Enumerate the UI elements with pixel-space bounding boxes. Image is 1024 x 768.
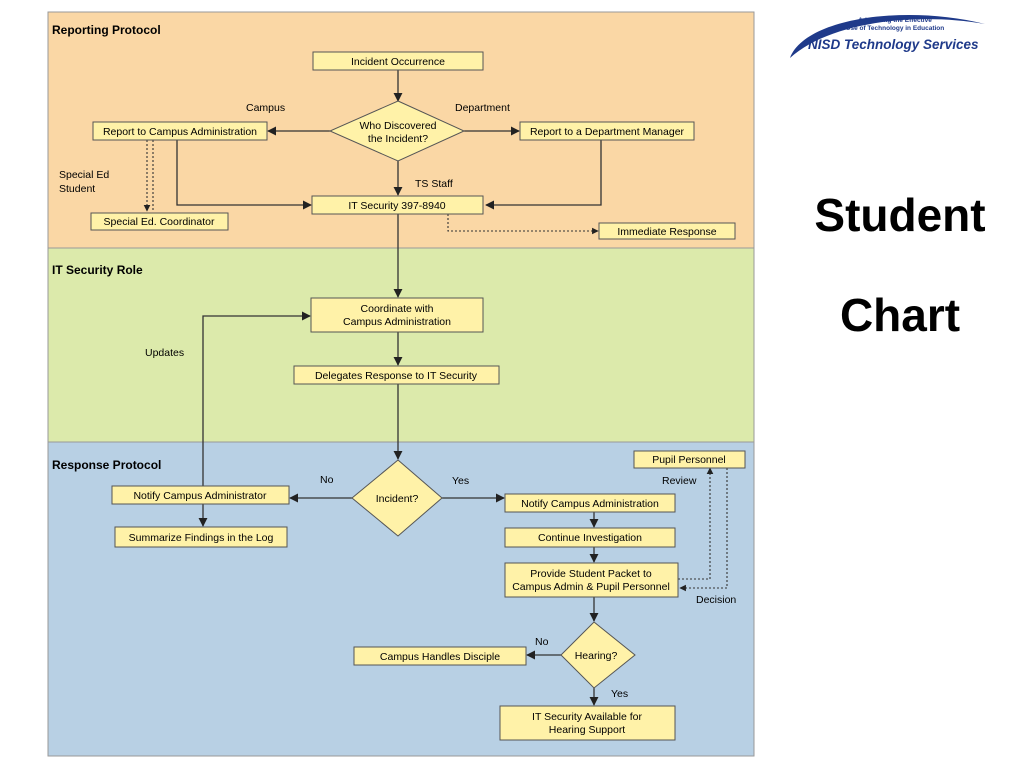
logo-name: NISD Technology Services — [808, 37, 979, 52]
label-yes-hearing: Yes — [611, 688, 628, 700]
node-notify-campus-administrator: Notify Campus Administrator — [111, 485, 290, 505]
node-notify-campus-administration: Notify Campus Administration — [504, 493, 676, 513]
svg-text:Notify Campus Administrator: Notify Campus Administrator — [133, 490, 267, 502]
svg-text:Summarize Findings in the Log: Summarize Findings in the Log — [129, 532, 274, 544]
node-provide-student-packet: Provide Student Packet to Campus Admin &… — [504, 562, 679, 598]
dotted-connectors — [143, 140, 728, 592]
svg-text:Pupil Personnel: Pupil Personnel — [652, 454, 726, 466]
label-campus: Campus — [246, 102, 285, 114]
svg-text:Campus Handles Disciple: Campus Handles Disciple — [380, 651, 500, 663]
label-ts-staff: TS Staff — [415, 178, 453, 190]
section-title-response: Response Protocol — [52, 458, 161, 472]
node-pupil-personnel: Pupil Personnel — [633, 450, 746, 469]
svg-text:Report to a Department Manager: Report to a Department Manager — [530, 126, 685, 138]
svg-text:Incident?: Incident? — [376, 493, 419, 505]
decision-hearing: Hearing? — [560, 621, 636, 689]
svg-text:Delegates Response to IT Secur: Delegates Response to IT Security — [315, 370, 478, 382]
svg-text:Campus Admin & Pupil Personnel: Campus Admin & Pupil Personnel — [512, 581, 670, 593]
label-decision: Decision — [696, 594, 736, 606]
node-delegates-response: Delegates Response to IT Security — [293, 365, 500, 385]
svg-text:Who Discovered: Who Discovered — [359, 120, 436, 132]
svg-text:Special Ed. Coordinator: Special Ed. Coordinator — [104, 216, 215, 228]
node-immediate-response: Immediate Response — [598, 222, 736, 240]
svg-text:Notify Campus Administration: Notify Campus Administration — [521, 498, 659, 510]
label-no-hearing: No — [535, 636, 549, 648]
svg-text:Immediate Response: Immediate Response — [617, 226, 716, 238]
label-department: Department — [455, 102, 510, 114]
node-coordinate-campus: Coordinate with Campus Administration — [310, 297, 484, 333]
label-special-ed-2: Student — [59, 183, 95, 195]
svg-text:Campus Administration: Campus Administration — [343, 316, 451, 328]
decision-incident: Incident? — [351, 459, 443, 537]
svg-text:Continue Investigation: Continue Investigation — [538, 532, 642, 544]
svg-text:Coordinate with: Coordinate with — [361, 303, 434, 315]
svg-text:Report to Campus Administratio: Report to Campus Administration — [103, 126, 257, 138]
it-security-role-section — [47, 247, 755, 443]
node-summarize-findings: Summarize Findings in the Log — [114, 526, 288, 548]
label-yes-incident: Yes — [452, 475, 469, 487]
svg-text:Hearing Support: Hearing Support — [549, 724, 626, 736]
svg-text:the Incident?: the Incident? — [368, 133, 428, 145]
section-title-reporting: Reporting Protocol — [52, 23, 161, 37]
logo-tagline-2: Use of Technology in Education — [846, 25, 944, 32]
node-special-ed-coordinator: Special Ed. Coordinator — [90, 212, 229, 231]
node-it-security: IT Security 397-8940 — [311, 195, 484, 215]
svg-text:IT Security Available for: IT Security Available for — [532, 711, 642, 723]
decision-who-discovered: Who Discovered the Incident? — [328, 100, 466, 162]
logo-tagline-1: Advancing the Effective — [858, 17, 932, 24]
label-no-incident: No — [320, 474, 334, 486]
svg-text:Provide Student Packet to: Provide Student Packet to — [530, 568, 652, 580]
slide-title-line-1: Student — [814, 189, 986, 241]
node-it-security-available: IT Security Available for Hearing Suppor… — [499, 705, 676, 741]
node-report-department: Report to a Department Manager — [519, 121, 695, 141]
connectors — [176, 70, 602, 706]
logo-swoosh-icon — [790, 14, 985, 58]
node-campus-handles-disciple: Campus Handles Disciple — [353, 646, 527, 666]
nisd-logo: Advancing the Effective Use of Technolog… — [790, 14, 985, 58]
slide-title-line-2: Chart — [839, 289, 961, 341]
label-review: Review — [662, 475, 697, 487]
node-report-campus: Report to Campus Administration — [92, 121, 268, 141]
section-title-it-role: IT Security Role — [52, 263, 143, 277]
label-updates: Updates — [145, 347, 184, 359]
svg-text:IT Security 397-8940: IT Security 397-8940 — [348, 200, 445, 212]
svg-text:Hearing?: Hearing? — [575, 650, 618, 662]
label-special-ed-1: Special Ed — [59, 169, 109, 181]
node-incident-occurrence: Incident Occurrence — [312, 51, 484, 71]
svg-text:Incident Occurrence: Incident Occurrence — [351, 56, 445, 68]
node-continue-investigation: Continue Investigation — [504, 527, 676, 548]
